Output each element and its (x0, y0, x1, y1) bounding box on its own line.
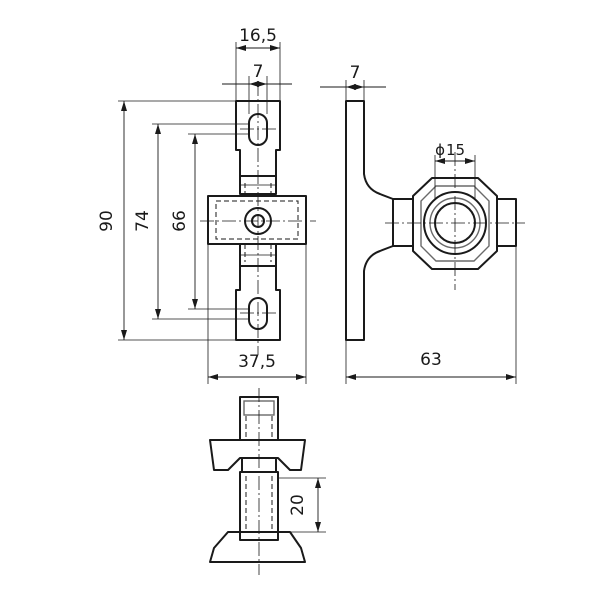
bottom-upper-wing (209, 439, 306, 471)
dim-slot-width: 7 (253, 62, 264, 82)
dim-slot-outer: 74 (133, 210, 153, 232)
dim-bore-diameter: 15 (446, 141, 465, 159)
side-view-dimensions: 7 ϕ 15 63 (320, 63, 517, 384)
dim-shank-height: 20 (288, 494, 308, 516)
dim-overall-height: 90 (97, 210, 117, 232)
dim-width-top: 16,5 (239, 26, 277, 46)
front-view (200, 82, 316, 355)
side-plate (345, 100, 394, 341)
clamp-hidden-outline (215, 200, 299, 240)
dim-depth: 63 (420, 350, 442, 370)
dim-base-width: 37,5 (238, 352, 276, 372)
bottom-view (209, 388, 306, 575)
side-view (345, 100, 525, 341)
dim-plate-thickness: 7 (350, 63, 361, 83)
bottom-view-dimensions: 20 (278, 477, 326, 533)
dim-slot-inner: 66 (170, 210, 190, 232)
diameter-symbol: ϕ (435, 141, 445, 159)
front-view-dimensions: 16,5 7 90 74 66 37,5 (97, 26, 307, 384)
